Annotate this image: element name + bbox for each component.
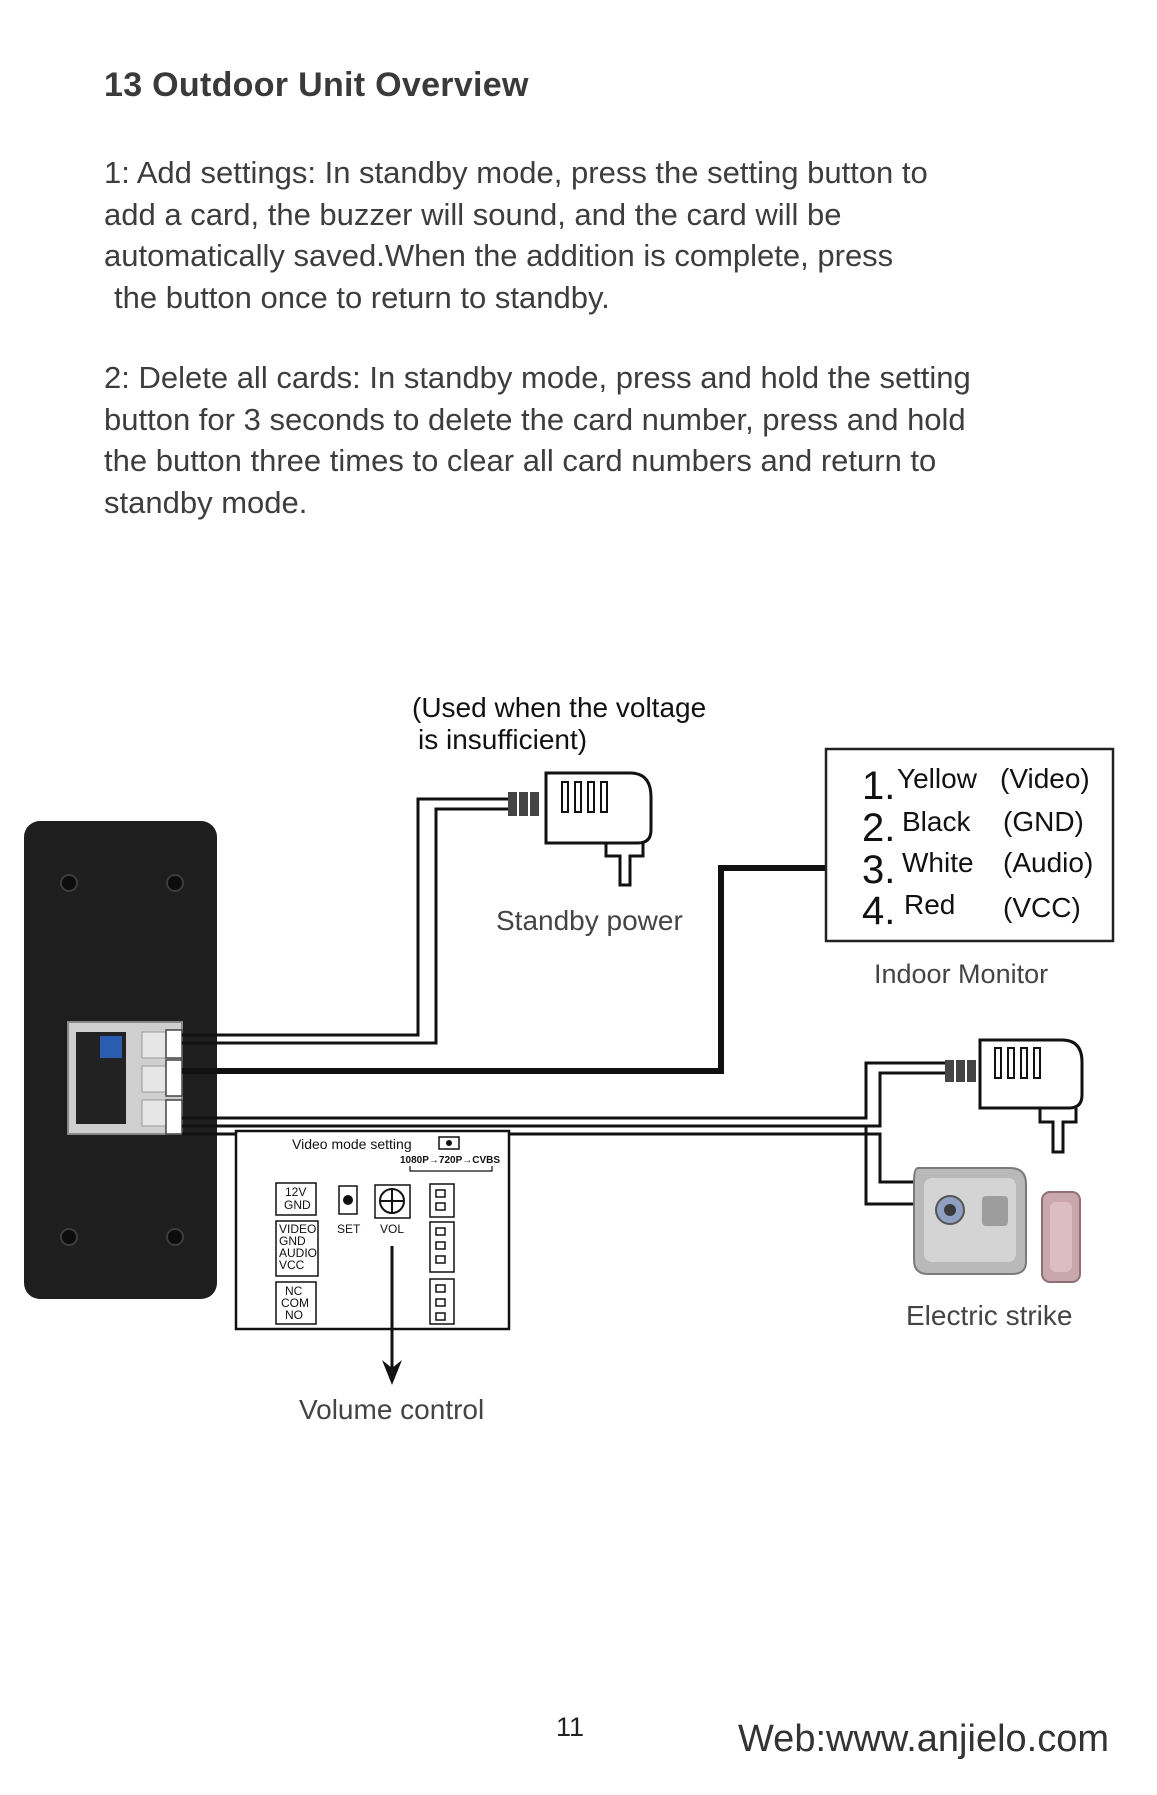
svg-text:NO: NO (285, 1308, 303, 1322)
panel-connectors (429, 1183, 455, 1325)
voltage-note-line1: (Used when the voltage (412, 692, 706, 723)
svg-text:COM: COM (281, 1296, 309, 1310)
page-number: 11 (555, 1712, 585, 1742)
website-url: Web:www.anjielo.com (738, 1718, 1110, 1760)
delete-cards-paragraph: 2: Delete all cards: In standby mode, pr… (104, 360, 971, 520)
svg-text:(Video): (Video) (1000, 763, 1090, 794)
svg-text:3.: 3. (862, 848, 895, 892)
svg-text:2.: 2. (862, 806, 895, 850)
video-mode-setting-label: Video mode setting (292, 1136, 412, 1152)
svg-text:Red: Red (904, 889, 955, 920)
wire-legend: 1. Yellow (Video) 2. Black (GND) 3. Whit… (862, 763, 1093, 933)
volume-control-label: Volume control (299, 1394, 484, 1425)
svg-text:Yellow: Yellow (897, 763, 978, 794)
standby-power-wire (182, 797, 508, 1045)
svg-text:4.: 4. (862, 889, 895, 933)
outdoor-unit (24, 821, 217, 1299)
svg-text:GND: GND (279, 1234, 306, 1248)
svg-text:VCC: VCC (279, 1258, 305, 1272)
svg-text:Black: Black (902, 806, 971, 837)
svg-text:VIDEO: VIDEO (279, 1222, 316, 1236)
electric-strike-wire (182, 1061, 945, 1206)
mode-sequence-label: 1080P→720P→CVBS (400, 1155, 500, 1166)
standby-power-label: Standby power (496, 905, 683, 936)
svg-text:(VCC): (VCC) (1003, 892, 1081, 923)
vol-label: VOL (380, 1222, 404, 1236)
svg-text:(Audio): (Audio) (1003, 847, 1093, 878)
svg-text:NC: NC (285, 1284, 303, 1298)
section-heading: 13 Outdoor Unit Overview (104, 66, 529, 104)
svg-text:1.: 1. (862, 764, 895, 808)
wire-legend-box (824, 747, 1115, 943)
indoor-monitor-label: Indoor Monitor (874, 959, 1048, 989)
add-settings-paragraph: 1: Add settings: In standby mode, press … (104, 155, 928, 315)
svg-text:12V: 12V (285, 1185, 306, 1199)
svg-text:(GND): (GND) (1003, 806, 1084, 837)
set-label: SET (337, 1222, 361, 1236)
indoor-monitor-cable (182, 865, 826, 1074)
electric-strike-lock-icon (913, 1167, 1081, 1283)
svg-text:AUDIO: AUDIO (279, 1246, 317, 1260)
standby-power-adapter-icon (508, 771, 653, 887)
video-mode-setting-panel: Video mode setting 1080P→720P→CVBS 12V G… (234, 1129, 511, 1385)
voltage-note-line2: is insufficient) (418, 724, 587, 755)
svg-text:GND: GND (284, 1198, 311, 1212)
strike-power-adapter-icon (945, 1038, 1084, 1154)
volume-arrow-icon (382, 1360, 402, 1385)
electric-strike-label: Electric strike (906, 1300, 1072, 1331)
svg-text:White: White (902, 847, 974, 878)
